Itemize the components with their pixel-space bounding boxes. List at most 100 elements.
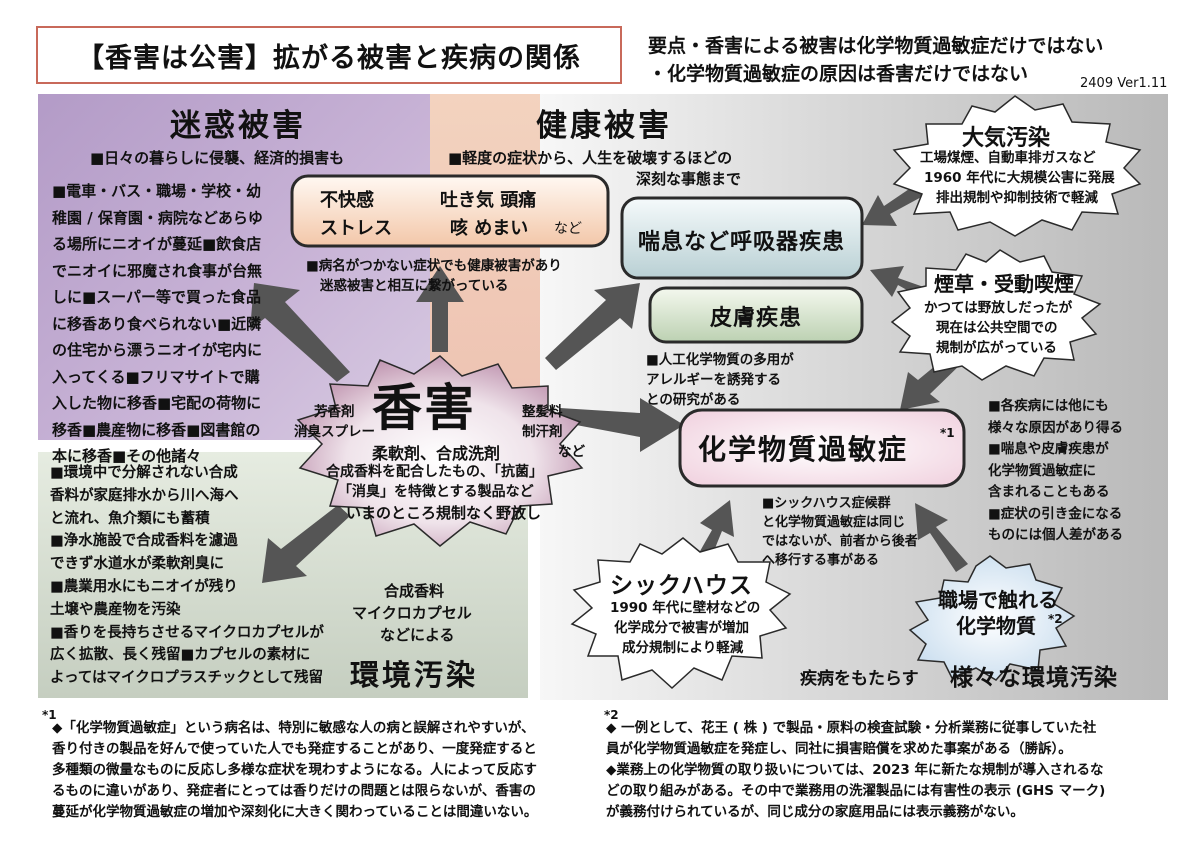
meiwaku-line: でニオイに邪魔され食事が台無 <box>52 261 263 280</box>
footnote-2: ◆ 一例として、花王 ( 株 ) で製品・原料の検査試験・分析業務に従事していた… <box>606 718 1105 823</box>
footnote-2-line: どの取り組みがある。その中で業務用の洗濯製品には有害性の表示 (GHS マーク) <box>606 783 1106 799</box>
kogai-starburst <box>296 355 584 547</box>
footnote-1-line: ◆「化学物質過敏症」という病名は、特別に敏感な人の病と誤解されやすいが、 <box>52 720 535 736</box>
meiwaku-line: 入した物に移香■宅配の荷物に <box>52 394 262 412</box>
version-label: 2409 Ver1.11 <box>1080 76 1168 91</box>
meiwaku-list: ■電車・バス・職場・学校・幼 稚園 / 保育園・病院などあらゆ る場所にニオイが… <box>52 178 263 470</box>
taiki-burst <box>892 95 1142 237</box>
page-title: 【香害は公害】拡がる被害と疾病の関係 <box>36 26 622 84</box>
hifu-note-2: アレルギーを誘発する <box>646 372 781 388</box>
meiwaku-line: ■電車・バス・職場・学校・幼 <box>52 182 262 200</box>
kankyo-line: よってはマイクロプラスチックとして残留 <box>50 670 324 687</box>
kogai-desc-1: 合成香料を配合したもの、「抗菌」 <box>326 464 543 480</box>
tabako-burst <box>890 249 1102 381</box>
tabako-title: 煙草・受動喫煙 <box>934 272 1074 296</box>
summary-line-2: ・化学物質過敏症の原因は香害だけではない <box>648 63 1029 85</box>
shokuba-line-1: 職場で触れる <box>938 588 1058 612</box>
meiwaku-line: 移香■農産物に移香■図書館の <box>52 420 261 439</box>
meiwaku-line: る場所にニオイが蔓延■飲食店 <box>52 235 262 253</box>
arrow-taiki-icon <box>862 183 925 226</box>
kogai-right-2: 制汗剤 <box>522 424 563 440</box>
mcs-note: ■各疾病には他にも <box>988 398 1109 414</box>
sick-starburst <box>570 537 792 690</box>
mcs-note: ■症状の引き金になる <box>988 505 1123 522</box>
right-caption-b: 様々な環境汚染 <box>950 665 1118 691</box>
arrow-to-kenko-icon <box>416 266 464 352</box>
footnote-2-line: が義務付けられているが、同じ成分の家庭用品には表示義務がない。 <box>606 804 1024 820</box>
summary: 要点・香害による被害は化学物質過敏症だけではない ・化学物質過敏症の原因は香害だ… <box>648 32 1103 88</box>
tabako-line-3: 規制が広がっている <box>936 340 1057 356</box>
kogai-left-2: 消臭スプレー <box>294 424 375 440</box>
mcs-note: 含まれることもある <box>988 484 1110 500</box>
sick-line-3: 成分規制により軽減 <box>622 640 744 656</box>
right-caption-a: 疾病をもたらす <box>800 669 919 689</box>
kankyo-source-3: などによる <box>380 626 455 644</box>
kankyo-line: と流れ、魚介類にも蓄積 <box>50 510 210 527</box>
sick-note-line: ■シックハウス症候群 <box>762 496 891 511</box>
mcs-note: 様々な原因があり得る <box>988 419 1123 436</box>
symptom-1b: 吐き気 頭痛 <box>440 190 537 211</box>
hifu-box <box>648 286 864 344</box>
footnote-2-line: ◆業務上の化学物質の取り扱いについては、2023 年に新たな規制が導入されるな <box>606 762 1104 778</box>
meiwaku-line: 本に移香■その他諸々 <box>52 447 202 465</box>
mcs-notes: ■各疾病には他にも 様々な原因があり得る ■喘息や皮膚疾患が 化学物質過敏症に … <box>988 396 1123 547</box>
kogai-main: 柔軟剤、合成洗剤 <box>372 444 501 463</box>
kenko-sub-2: 深刻な事態まで <box>636 170 742 188</box>
kankyo-line: 香料が家庭排水から川へ海へ <box>50 487 239 504</box>
hifu-note-1: ■人工化学物質の多用が <box>646 352 794 368</box>
sick-title: シックハウス <box>610 573 753 599</box>
symptoms-box <box>290 174 610 248</box>
mcs-label: 化学物質過敏症 <box>698 433 909 466</box>
kenko-heading: 健康被害 <box>536 108 672 144</box>
hifu-note-3: との研究がある <box>646 392 741 408</box>
symptom-1a: 不快感 <box>320 190 374 211</box>
kankyo-line: できず水道水が柔軟剤臭に <box>50 556 224 573</box>
kogai-desc-2: 「消臭」を特徴とする製品など <box>338 484 534 500</box>
tabako-line-1: かつては野放しだったが <box>924 300 1073 316</box>
meiwaku-line: 稚園 / 保育園・病院などあらゆ <box>52 208 263 227</box>
footnote-2-line: 員が化学物質過敏症を発症し、同社に損害賠償を求めた事案がある（勝訴）。 <box>606 741 1072 757</box>
sick-line-2: 化学成分で被害が増加 <box>614 620 749 636</box>
mcs-note: ■喘息や皮膚疾患が <box>988 441 1109 457</box>
meiwaku-line: 入ってくる■フリマサイトで購 <box>52 367 260 386</box>
kenko-note-2: 迷惑被害と相互に繋がっている <box>320 278 509 294</box>
kenko-note-1: ■病名がつかない症状でも健康被害があり <box>306 258 562 274</box>
symptom-nado: など <box>554 221 582 237</box>
footnote-1: ◆「化学物質過敏症」という病名は、特別に敏感な人の病と誤解されやすいが、 香り付… <box>52 718 537 823</box>
zensoku-label: 喘息など呼吸器疾患 <box>638 230 846 255</box>
taiki-line-2: 1960 年代に大規模公害に発展 <box>924 170 1115 186</box>
kankyo-list: ■環境中で分解されない合成 香料が家庭排水から川へ海へ と流れ、魚介類にも蓄積 … <box>50 462 324 690</box>
kenko-sub-1: ■軽度の症状から、人生を破壊するほどの <box>448 149 733 167</box>
footnote-1-line: るものに違いがあり、発症者にとっては香りだけの問題とは限らないが、香害の <box>52 783 536 799</box>
meiwaku-line: の住宅から漂うニオイが宅内に <box>52 341 263 359</box>
kogai-desc-3: いまのところ規制なく野放し <box>346 504 542 522</box>
footnote-1-line: 蔓延が化学物質過敏症の増加や深刻化に大きく関わっていることは間違いない。 <box>52 804 538 820</box>
mcs-box <box>678 408 966 488</box>
shokuba-mark: *2 <box>1048 612 1063 626</box>
kankyo-line: 土壌や農産物を汚染 <box>50 601 181 618</box>
tabako-line-2: 現在は公共空間での <box>936 320 1058 336</box>
sick-line-1: 1990 年代に壁材などの <box>610 600 761 616</box>
sick-note-line: と化学物質過敏症は同じ <box>762 515 906 530</box>
kogai-right-1: 整髪料 <box>522 404 563 420</box>
arrow-to-meiwaku-icon <box>250 283 350 382</box>
footnote-1-mark: *1 <box>42 708 57 722</box>
mcs-mark: *1 <box>940 426 955 440</box>
meiwaku-line: に移香あり食べられない■近隣 <box>52 314 262 333</box>
kogai-title: 香害 <box>372 379 476 437</box>
meiwaku-sub: ■日々の暮らしに侵襲、経済的損害も <box>90 149 345 167</box>
arrow-to-hifu-icon <box>545 283 640 370</box>
arrow-to-mcs-icon <box>560 398 684 452</box>
taiki-line-3: 排出規制や抑制技術で軽減 <box>936 190 1098 206</box>
zensoku-box <box>620 196 864 280</box>
sick-note: ■シックハウス症候群 と化学物質過敏症は同じ ではないが、前者から後者 へ移行す… <box>762 494 918 570</box>
sick-note-line: ではないが、前者から後者 <box>762 534 918 549</box>
symptom-2a: ストレス <box>320 218 392 239</box>
kankyo-source-1: 合成香料 <box>384 582 445 600</box>
kankyo-line: ■農業用水にもニオイが残り <box>50 578 238 595</box>
mcs-note: ものには個人差がある <box>988 527 1123 543</box>
shokuba-burst <box>908 555 1076 681</box>
kogai-arrows <box>250 266 684 583</box>
summary-line-1: 要点・香害による被害は化学物質過敏症だけではない <box>648 35 1104 57</box>
